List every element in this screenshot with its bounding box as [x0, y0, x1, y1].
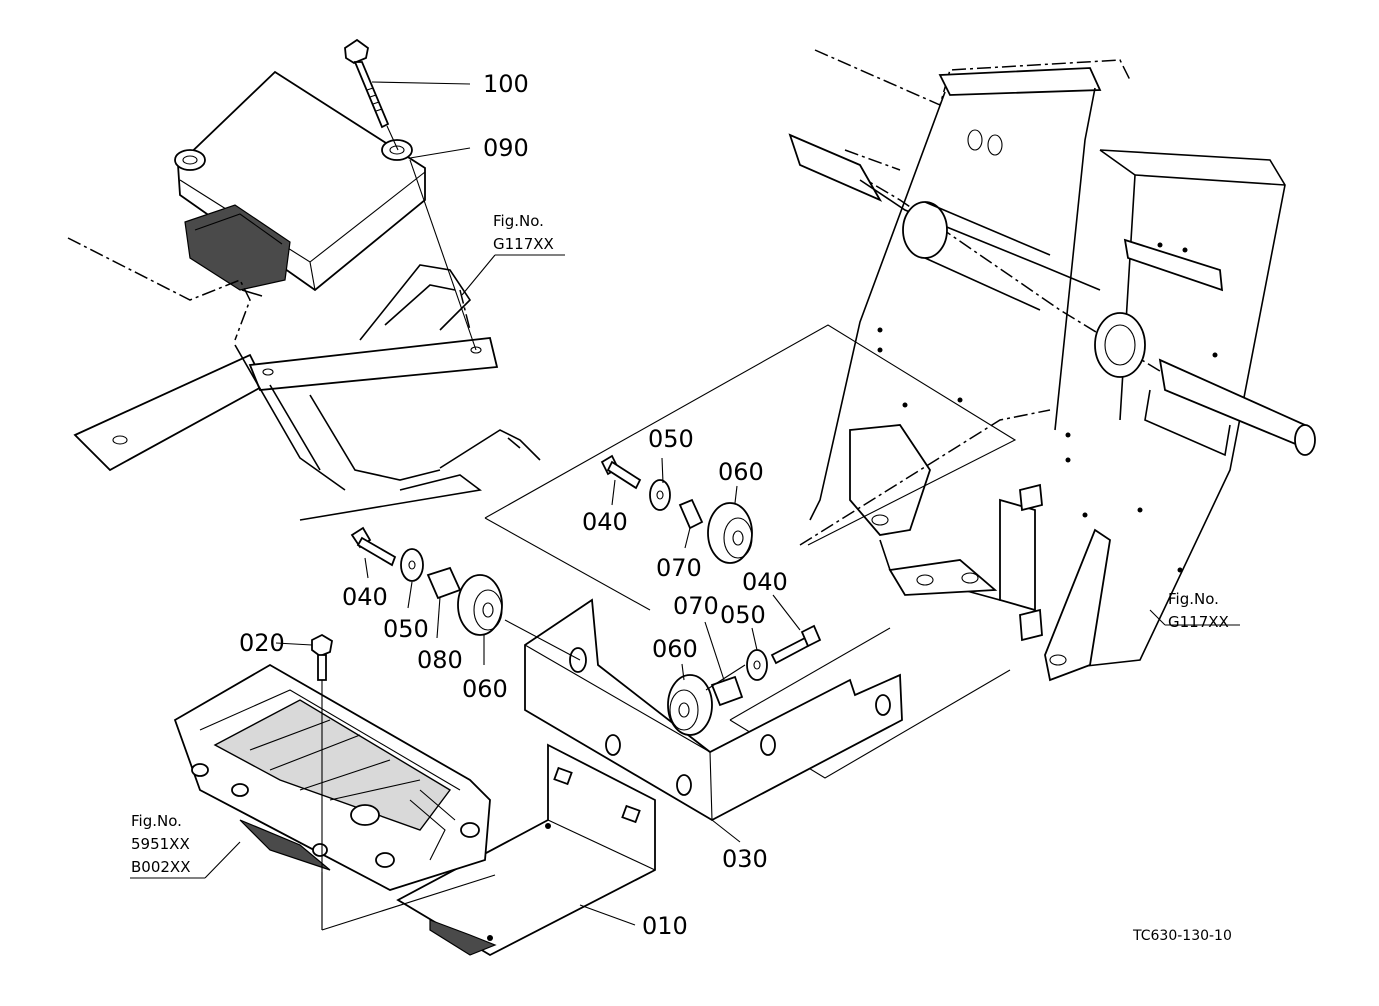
- fig-ref-code: G117XX: [1168, 613, 1229, 631]
- controller-unit: [174, 70, 426, 292]
- callout-030: 030: [722, 845, 768, 873]
- figure-ref-right: Fig.No. G117XX: [1168, 590, 1229, 631]
- fig-ref-label: Fig.No.: [493, 212, 544, 230]
- callout-050: 050: [383, 615, 429, 643]
- callout-080: 080: [417, 646, 463, 674]
- callout-090: 090: [483, 134, 529, 162]
- hardware-top: [600, 454, 753, 564]
- figure-ref-top: Fig.No. G117XX: [493, 212, 554, 253]
- frame-right: [788, 49, 1316, 682]
- bolt-020: [311, 633, 496, 931]
- fig-ref-label: Fig.No.: [131, 812, 182, 830]
- fig-ref-label: Fig.No.: [1168, 590, 1219, 608]
- callout-070: 070: [656, 554, 702, 582]
- callout-040: 040: [582, 508, 628, 536]
- fig-ref-code: G117XX: [493, 235, 554, 253]
- callout-010: 010: [642, 912, 688, 940]
- callout-060: 060: [718, 458, 764, 486]
- hardware-right: [667, 624, 822, 736]
- hardware-left: [350, 526, 581, 661]
- drawing-code: TC630-130-10: [1132, 928, 1232, 944]
- callout-040: 040: [742, 568, 788, 596]
- bolt-100: [344, 38, 399, 151]
- callout-050: 050: [648, 425, 694, 453]
- fig-ref-code: 5951XX: [131, 835, 190, 853]
- mount-bracket-030: [524, 598, 903, 822]
- plate-010: [396, 743, 656, 957]
- callout-050: 050: [720, 601, 766, 629]
- callout-070: 070: [673, 592, 719, 620]
- callout-labels: 100 090 050 060 040 070 040 050 080 060 …: [239, 70, 788, 940]
- figure-ref-left: Fig.No. 5951XX B002XX: [131, 812, 190, 876]
- callout-060: 060: [652, 635, 698, 663]
- callout-100: 100: [483, 70, 529, 98]
- valve-block: [173, 663, 491, 891]
- fig-ref-code: B002XX: [131, 858, 190, 876]
- callout-040: 040: [342, 583, 388, 611]
- leader-lines: [130, 81, 1240, 926]
- callout-020: 020: [239, 629, 285, 657]
- callout-060: 060: [462, 675, 508, 703]
- frame-bracket-left: [67, 159, 541, 521]
